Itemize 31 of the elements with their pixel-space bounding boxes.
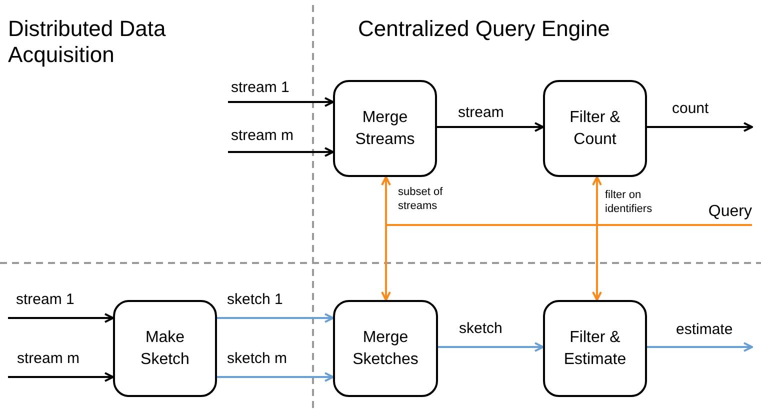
process-box: Filter & Count bbox=[543, 80, 647, 177]
edge-label: sketch 1 bbox=[227, 291, 284, 310]
arrow bbox=[438, 342, 544, 352]
section-title: Distributed Data Acquisition bbox=[8, 16, 167, 68]
arrow bbox=[8, 313, 114, 323]
edge-label: stream m bbox=[17, 350, 81, 369]
arrow bbox=[647, 342, 753, 352]
arrow bbox=[228, 147, 334, 157]
edge-label: stream 1 bbox=[231, 79, 290, 98]
arrow bbox=[647, 122, 753, 132]
arrow bbox=[217, 372, 334, 382]
process-box: Merge Sketches bbox=[333, 300, 438, 397]
edge-label: sketch m bbox=[227, 350, 288, 369]
process-box: Filter & Estimate bbox=[543, 300, 647, 397]
arrow bbox=[8, 372, 114, 382]
edge-label: stream bbox=[458, 104, 505, 123]
section-title: Centralized Query Engine bbox=[358, 16, 611, 42]
edge-label: stream m bbox=[231, 127, 295, 146]
edge-label: filter on identifiers bbox=[605, 189, 654, 216]
process-box: Merge Streams bbox=[333, 80, 437, 177]
process-box: Make Sketch bbox=[113, 300, 217, 397]
edge-label: stream 1 bbox=[16, 291, 76, 310]
edge-label: subset of streams bbox=[398, 186, 444, 214]
edge-label: estimate bbox=[676, 321, 734, 340]
arrow bbox=[592, 224, 752, 301]
edge-label: count bbox=[672, 100, 710, 119]
arrow bbox=[437, 122, 544, 132]
arrow bbox=[228, 97, 334, 107]
query-label: Query bbox=[700, 203, 752, 225]
edge-label: sketch bbox=[459, 320, 504, 339]
arrow bbox=[217, 313, 334, 323]
